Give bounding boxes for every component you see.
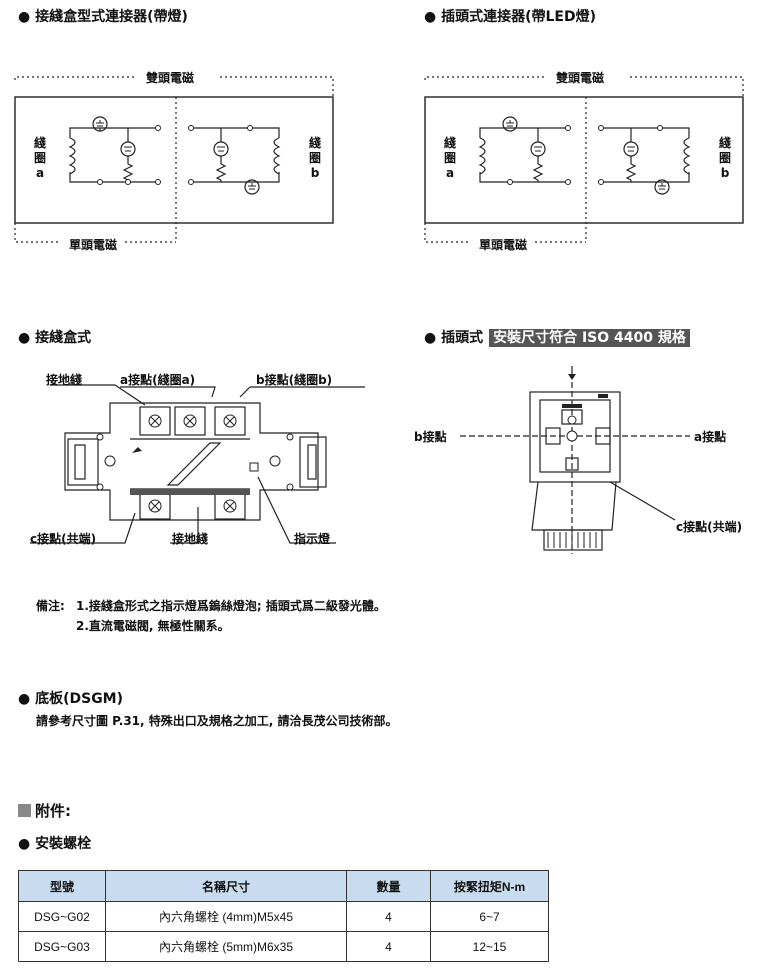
accessories-title-text: 附件: bbox=[35, 802, 71, 820]
contact-b-label: b接點(綫圈b) bbox=[256, 373, 333, 387]
plug-title-text: ● 插頭式 bbox=[424, 330, 484, 346]
ground-wire-label-bottom: 接地綫 bbox=[172, 532, 209, 546]
coil-a-label-right: 綫 圈 a bbox=[444, 136, 457, 180]
table-cell: 內六角螺栓 (4mm)M5x45 bbox=[105, 901, 347, 932]
column-header-name-size: 名稱尺寸 bbox=[105, 870, 347, 902]
base-plate-text: 請參考尺寸圖 P.31, 特殊出口及規格之加工, 請洽長茂公司技術部。 bbox=[36, 714, 398, 728]
column-header-quantity: 數量 bbox=[346, 870, 431, 902]
junction-wiring-diagram bbox=[14, 76, 334, 243]
coil-a-label-left: 綫 圈 a bbox=[34, 136, 47, 180]
table-cell: 內六角螺栓 (5mm)M6x35 bbox=[105, 931, 347, 962]
bolt-spec-table: 型號 名稱尺寸 數量 按緊扭矩N-m DSG~G02 內六角螺栓 (4mm)M5… bbox=[18, 870, 549, 962]
double-solenoid-label-right: 雙頭電磁 bbox=[556, 71, 605, 85]
indicator-lamp-label: 指示燈 bbox=[294, 532, 331, 546]
table-cell: 4 bbox=[346, 901, 431, 932]
table-row: DSG~G02 內六角螺栓 (4mm)M5x45 4 6~7 bbox=[18, 901, 549, 932]
column-header-torque: 按緊扭矩N-m bbox=[430, 870, 549, 902]
note-line-2: 2.直流電磁閥, 無極性關系。 bbox=[76, 619, 230, 633]
single-solenoid-label-left: 單頭電磁 bbox=[69, 238, 118, 252]
plug-contact-b-label: b接點 bbox=[414, 430, 447, 444]
accessories-title: 附件: bbox=[18, 800, 71, 821]
table-cell: DSG~G03 bbox=[18, 931, 106, 962]
single-solenoid-label-right: 單頭電磁 bbox=[479, 238, 528, 252]
plug-title: ● 插頭式安裝尺寸符合 ISO 4400 規格 bbox=[424, 327, 690, 347]
table-row: DSG~G03 內六角螺栓 (5mm)M6x35 4 12~15 bbox=[18, 931, 549, 962]
iso-badge: 安裝尺寸符合 ISO 4400 規格 bbox=[489, 329, 690, 347]
coil-b-label-left: 綫 圈 b bbox=[309, 136, 322, 180]
square-bullet-icon bbox=[18, 804, 31, 817]
junction-box-title: ● 接綫盒式 bbox=[18, 330, 92, 346]
wiring-right-title: ● 插頭式連接器(帶LED燈) bbox=[424, 9, 596, 25]
plug-contact-c-label: c接點(共端) bbox=[676, 520, 743, 534]
junction-box-diagram bbox=[30, 384, 365, 544]
plug-wiring-diagram bbox=[424, 76, 744, 243]
plug-contact-a-label: a接點 bbox=[694, 430, 727, 444]
coil-b-label-right: 綫 圈 b bbox=[719, 136, 732, 180]
accessories-subtitle: ● 安裝螺栓 bbox=[18, 836, 92, 852]
double-solenoid-label-left: 雙頭電磁 bbox=[146, 71, 195, 85]
column-header-model: 型號 bbox=[18, 870, 106, 902]
table-header-row: 型號 名稱尺寸 數量 按緊扭矩N-m bbox=[18, 870, 549, 902]
base-plate-title: ● 底板(DSGM) bbox=[18, 691, 124, 707]
table-cell: 6~7 bbox=[430, 901, 549, 932]
table-cell: 12~15 bbox=[430, 931, 549, 962]
table-cell: 4 bbox=[346, 931, 431, 962]
ground-wire-label-top: 接地綫 bbox=[46, 373, 83, 387]
table-cell: DSG~G02 bbox=[18, 901, 106, 932]
note-line-1: 1.接綫盒形式之指示燈爲鎢絲燈泡; 插頭式爲二級發光體。 bbox=[76, 599, 386, 613]
wiring-left-title: ● 接綫盒型式連接器(帶燈) bbox=[18, 9, 188, 25]
contact-c-label: c接點(共端) bbox=[30, 532, 97, 546]
plug-connector-diagram bbox=[460, 366, 690, 554]
contact-a-label: a接點(綫圈a) bbox=[120, 373, 196, 387]
notes-prefix: 備注: bbox=[36, 599, 65, 613]
